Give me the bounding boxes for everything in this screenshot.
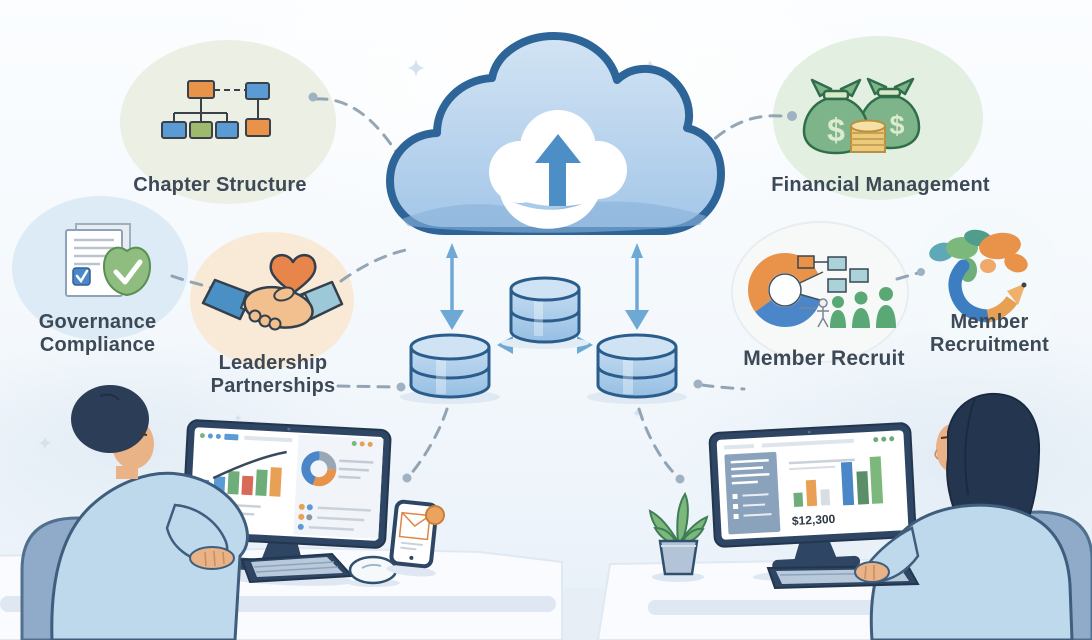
dollar-sign-icon: $ bbox=[827, 112, 845, 148]
member-recruit-text: Member Recruit bbox=[743, 347, 905, 370]
mini-bar-chart bbox=[793, 479, 831, 507]
database-icon-right bbox=[596, 333, 678, 399]
monitor-right: $12,300 bbox=[708, 422, 917, 581]
leadership-partnerships-label: Leadership Partnerships bbox=[198, 352, 348, 398]
money-bags-icon: $ $ bbox=[802, 77, 921, 155]
connector-governance-to-leadership bbox=[170, 274, 214, 290]
database-cluster bbox=[400, 276, 687, 404]
globe-pencil-icon bbox=[929, 229, 1028, 323]
pencil-arc-orange bbox=[986, 296, 1018, 323]
person-left-hair bbox=[71, 385, 149, 453]
person-left-hand bbox=[165, 503, 235, 570]
donut-chart bbox=[301, 451, 337, 487]
people-group-icon bbox=[830, 287, 896, 328]
donut-chart-people-icon bbox=[748, 253, 896, 328]
chapter-structure-label: Chapter Structure bbox=[120, 174, 320, 197]
upload-arrow-shaft bbox=[549, 158, 566, 206]
connector-database-to-right-desk bbox=[637, 407, 679, 478]
keyboard-left bbox=[240, 552, 355, 584]
member-recruit-label: Member Recruit bbox=[735, 347, 913, 370]
plant bbox=[648, 491, 709, 582]
coin-stack-icon bbox=[850, 119, 886, 153]
swoosh bbox=[500, 193, 600, 229]
org-chart-icon bbox=[161, 80, 271, 139]
connector-leadership-to-cloud bbox=[339, 248, 408, 283]
connector-member-recruit-to-recruitment bbox=[895, 271, 920, 281]
chapter-structure-text: Chapter Structure bbox=[133, 174, 307, 196]
sidebar-panel bbox=[724, 451, 781, 535]
large-bar-chart bbox=[840, 456, 884, 506]
check-badge-icon bbox=[102, 246, 152, 297]
sketch-person-icon bbox=[800, 298, 829, 328]
notification-badge bbox=[424, 505, 445, 526]
handshake-heart-icon bbox=[201, 253, 344, 331]
compliance-line: Compliance bbox=[39, 334, 156, 356]
connector-database-to-member-recruit bbox=[700, 383, 746, 391]
financial-management-label: Financial Management bbox=[758, 174, 1003, 197]
member-recruitment-label: Member Recruitment bbox=[912, 311, 1067, 357]
person-right bbox=[869, 393, 1074, 640]
connector-leadership-to-database bbox=[336, 384, 398, 389]
person-right-hand bbox=[854, 526, 920, 583]
financial-management-text: Financial Management bbox=[771, 174, 990, 196]
sleeve-left bbox=[201, 278, 254, 321]
partnerships-line: Partnerships bbox=[210, 375, 336, 397]
connector-chapter-to-cloud bbox=[314, 97, 399, 155]
connector-dots bbox=[308, 92, 925, 484]
governance-compliance-label: Governance Compliance bbox=[20, 311, 175, 357]
member-line: Member bbox=[950, 311, 1029, 333]
cloud-sync-icon bbox=[386, 32, 725, 235]
cloud-inner-upload-icon bbox=[489, 110, 627, 229]
pencil-tip bbox=[1007, 283, 1026, 305]
connector-database-to-left-desk bbox=[408, 407, 449, 477]
governance-line: Governance bbox=[38, 311, 157, 333]
revenue-value: $12,300 bbox=[792, 512, 836, 528]
document-check-icon bbox=[65, 223, 152, 297]
flow-boxes bbox=[797, 255, 869, 293]
leadership-line: Leadership bbox=[218, 352, 328, 374]
recruitment-line: Recruitment bbox=[930, 334, 1049, 356]
finance-screen: $12,300 bbox=[723, 436, 895, 535]
database-icon-left bbox=[409, 333, 491, 399]
upload-arrow-head bbox=[535, 134, 581, 163]
dollar-sign-icon: $ bbox=[889, 110, 904, 140]
database-icon-center bbox=[509, 276, 581, 344]
pencil-arc-blue bbox=[948, 259, 995, 323]
smartphone-notification-icon bbox=[386, 499, 445, 577]
